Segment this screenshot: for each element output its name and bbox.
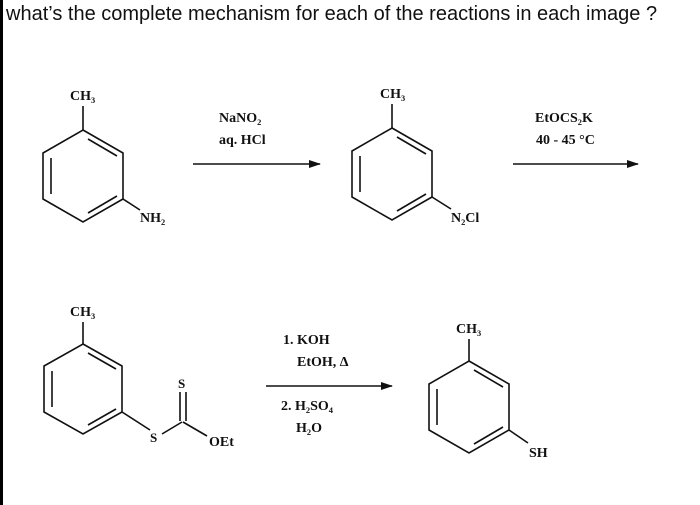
m-thiocresol-structure: CH₃ SH [428,322,548,461]
reaction-arrow-1: NaNO₂ aq. HCl [193,111,321,168]
aromatic-double-bond [396,136,427,155]
methyl-label: CH₃ [456,322,481,337]
aromatic-double-bond [87,195,118,214]
reaction-arrow-2: EtOCS₂K 40 - 45 °C [513,111,639,168]
step1-etoh-heat: EtOH, Δ [297,355,349,370]
thiol-label: SH [529,446,548,461]
diazonium-label: N₂Cl [451,211,479,226]
step1-koh: 1. KOH [283,333,330,348]
benzene-ring [43,343,123,435]
reagent-nano2: NaNO₂ [219,111,261,126]
methyl-label: CH₃ [380,87,405,102]
benzene-ring [351,127,433,221]
methyl-label: CH₃ [70,305,95,320]
reagent-etocs2k: EtOCS₂K [535,111,593,126]
step2-h2so4: 2. H₂SO₄ [281,399,334,414]
benzene-ring [42,129,124,223]
m-toluidine-structure: CH₃ NH₂ [42,89,165,226]
diazonium-salt-structure: CH₃ N₂Cl [351,87,479,226]
methyl-label: CH₃ [70,89,95,104]
aromatic-double-bond [87,352,117,370]
aromatic-double-bond [473,426,504,445]
reagent-aq-hcl: aq. HCl [219,133,266,148]
amine-label: NH₂ [140,211,165,226]
reaction-arrow-3: 1. KOH EtOH, Δ 2. H₂SO₄ H₂O [266,333,393,436]
thiol-bond [508,429,529,444]
aromatic-double-bond [87,138,118,157]
step2-water: H₂O [296,421,322,436]
left-border-line [0,0,3,505]
sulfur-carbon-bond [161,421,183,435]
aryl-sulfur-bond [121,411,151,431]
thione-sulfur-label: S [178,376,185,391]
aromatic-double-bond [87,408,117,426]
sulfide-sulfur-label: S [150,430,157,445]
benzene-ring [428,360,510,454]
aromatic-double-bond [396,193,427,212]
ethoxy-label: OEt [209,435,234,450]
question-text: what’s the complete mechanism for each o… [6,3,658,25]
xanthate-ester-structure: CH₃ S S OEt [43,305,234,450]
aromatic-double-bond [473,369,504,388]
reagent-temperature: 40 - 45 °C [536,133,595,148]
carbon-oxygen-bond [182,421,208,437]
amine-bond [122,198,141,211]
diazonium-bond [431,196,452,210]
